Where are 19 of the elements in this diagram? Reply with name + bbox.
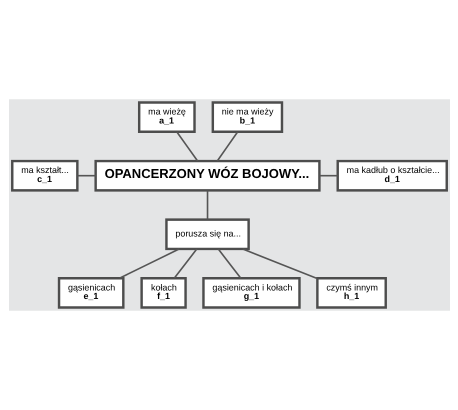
connector (217, 248, 241, 279)
connector (118, 248, 179, 279)
node-box: nie ma wieży b_1 (211, 101, 283, 133)
connector (173, 248, 197, 279)
node-box: ma wieżę a_1 (137, 101, 196, 133)
connector (319, 174, 338, 177)
node-box: ma kształt... c_1 (10, 160, 78, 192)
node-box: gąsienicach e_1 (57, 277, 124, 309)
connector (176, 132, 198, 162)
node-box: czymś innym h_1 (316, 277, 386, 309)
node-box: porusza się na... (164, 218, 250, 250)
node-box: gąsienicach i kołach g_1 (202, 277, 300, 309)
node-box: ma kadłub o kształcie... d_1 (336, 160, 448, 192)
node-box: OPANCERZONY WÓZ BOJOWY... (94, 160, 320, 192)
connector (242, 248, 317, 280)
connector (216, 132, 238, 162)
connector (77, 174, 96, 177)
connector (206, 190, 208, 220)
node-box: kołach f_1 (140, 277, 186, 309)
